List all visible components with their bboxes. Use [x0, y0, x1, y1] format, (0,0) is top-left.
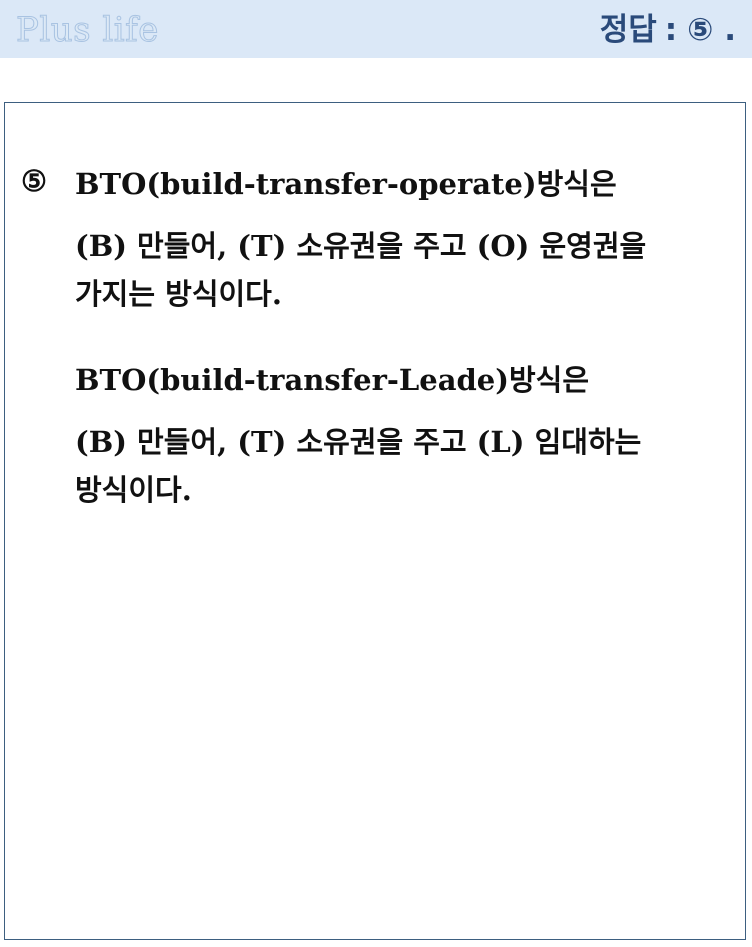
explanation-line: BTO(build-transfer-operate)방식은	[75, 167, 617, 201]
explanation-line: 가지는 방식이다.	[75, 277, 282, 311]
explanation-line: (B) 만들어, (T) 소유권을 주고 (O) 운영권을	[75, 229, 647, 263]
answer-period: .	[724, 12, 736, 48]
answer-display: 정답:⑤ .	[600, 9, 736, 51]
explanation-line: 방식이다.	[75, 473, 192, 507]
header-bar: Plus life 정답:⑤ .	[0, 0, 752, 58]
answer-label: 정답	[599, 12, 657, 48]
answer-separator: :	[664, 12, 678, 48]
explanation-content: ⑤ BTO(build-transfer-operate)방식은 (B) 만들어…	[5, 103, 745, 939]
explanation-line: BTO(build-transfer-Leade)방식은	[75, 363, 590, 397]
option-marker: ⑤	[21, 164, 47, 198]
answer-value: ⑤	[687, 12, 714, 48]
brand-logo-text: Plus life	[16, 10, 159, 51]
explanation-box: ⑤ BTO(build-transfer-operate)방식은 (B) 만들어…	[4, 102, 746, 940]
explanation-line: (B) 만들어, (T) 소유권을 주고 (L) 임대하는	[75, 425, 642, 459]
